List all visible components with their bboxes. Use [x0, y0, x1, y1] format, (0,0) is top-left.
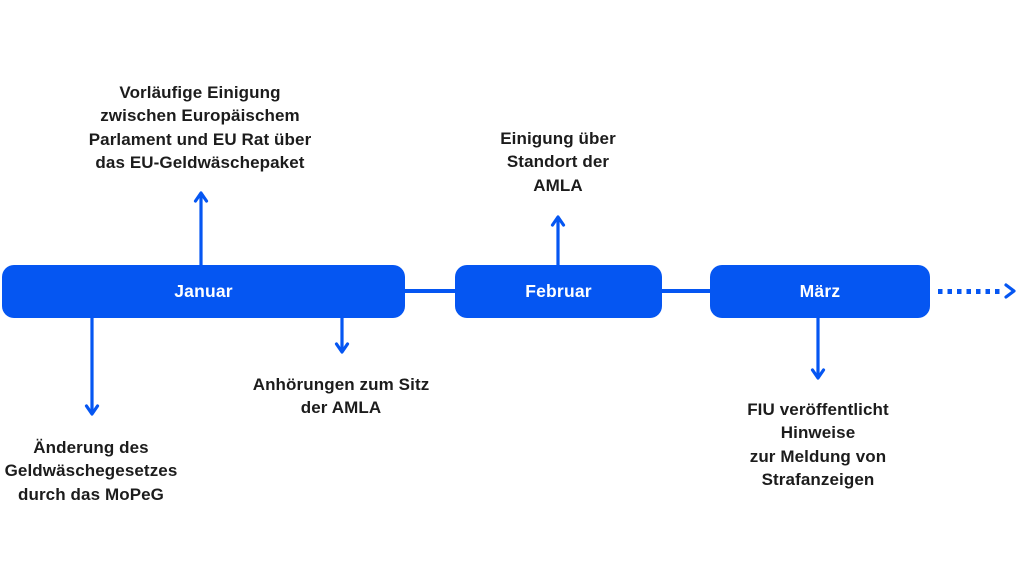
arrow-down-januar-sitz-icon [334, 316, 350, 360]
arrow-right-dotted-icon [1002, 283, 1018, 304]
timeline-connector-jan-feb [403, 289, 457, 293]
timeline-dotted-continuation [938, 289, 1004, 294]
annotation-maerz-below: FIU veröffentlicht Hinweise zur Meldung … [747, 400, 889, 490]
arrow-up-februar-icon [550, 214, 566, 270]
month-box-maerz: März [710, 265, 930, 318]
arrow-up-januar-icon [193, 190, 209, 270]
annotation-januar-below-right: Anhörungen zum Sitz der AMLA [252, 375, 430, 418]
arrow-down-januar-icon [84, 316, 100, 422]
annotation-januar-below-left: Änderung des Geldwäschegesetzes durch da… [4, 438, 178, 504]
month-box-februar: Februar [455, 265, 662, 318]
annotation-februar-above: Einigung über Standort der AMLA [500, 129, 616, 195]
timeline-connector-feb-mar [660, 289, 712, 293]
annotation-januar-above: Vorläufige Einigung zwischen Europäische… [88, 83, 312, 173]
month-box-januar: Januar [2, 265, 405, 318]
arrow-down-maerz-icon [810, 316, 826, 386]
